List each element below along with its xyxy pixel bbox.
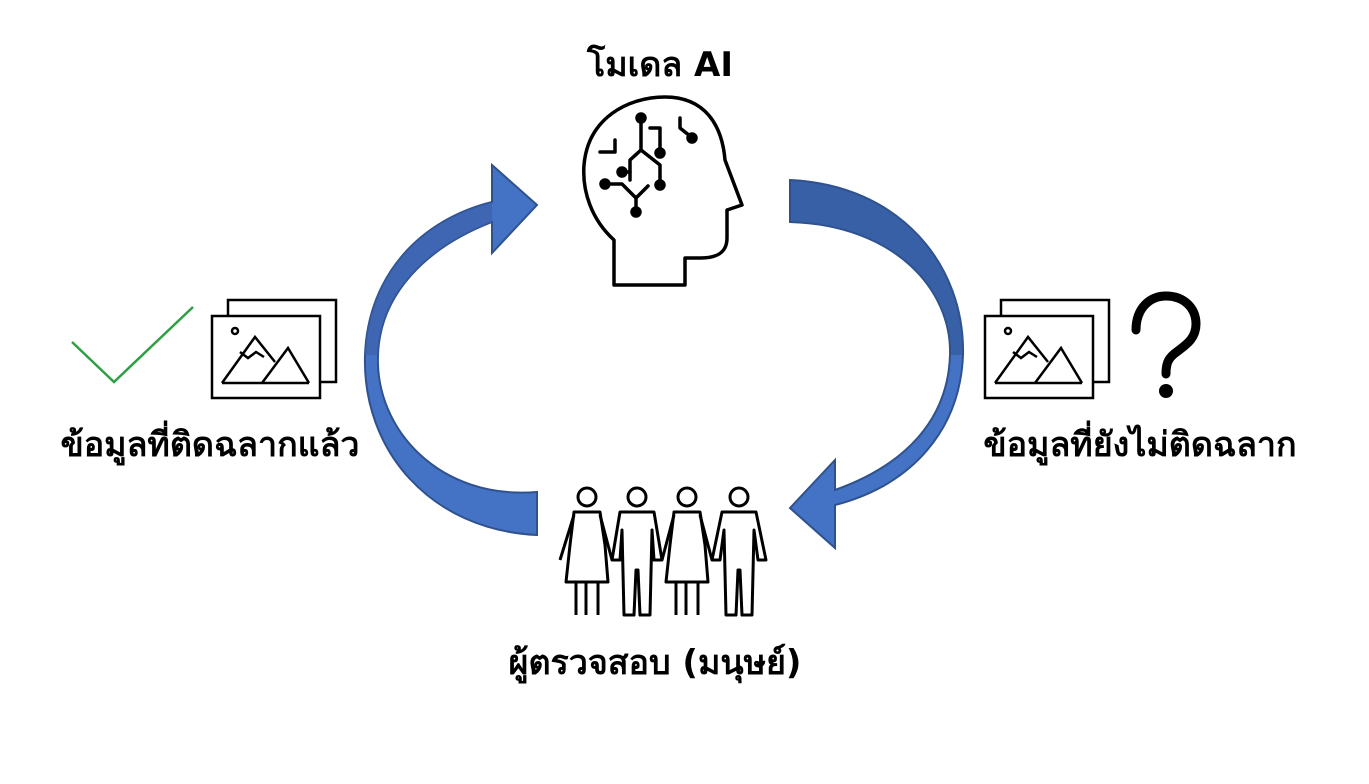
unlabeled-data-label: ข้อมูลที่ยังไม่ติดฉลาก (983, 425, 1297, 465)
unlabeled-image-stack-icon (983, 298, 1111, 400)
model-label: โมเดล AI (586, 45, 733, 85)
ai-brain-head-icon (582, 95, 744, 287)
people-group-icon (558, 486, 768, 617)
arrow-to-reviewers (788, 178, 965, 551)
labeled-image-stack-icon (210, 298, 338, 400)
arrow-to-model (363, 162, 539, 537)
question-mark-icon (1131, 291, 1201, 398)
labeled-data-label: ข้อมูลที่ติดฉลากแล้ว (60, 425, 360, 465)
human-reviewer-label: ผู้ตรวจสอบ (มนุษย์) (508, 643, 802, 683)
check-mark-icon (71, 306, 194, 384)
